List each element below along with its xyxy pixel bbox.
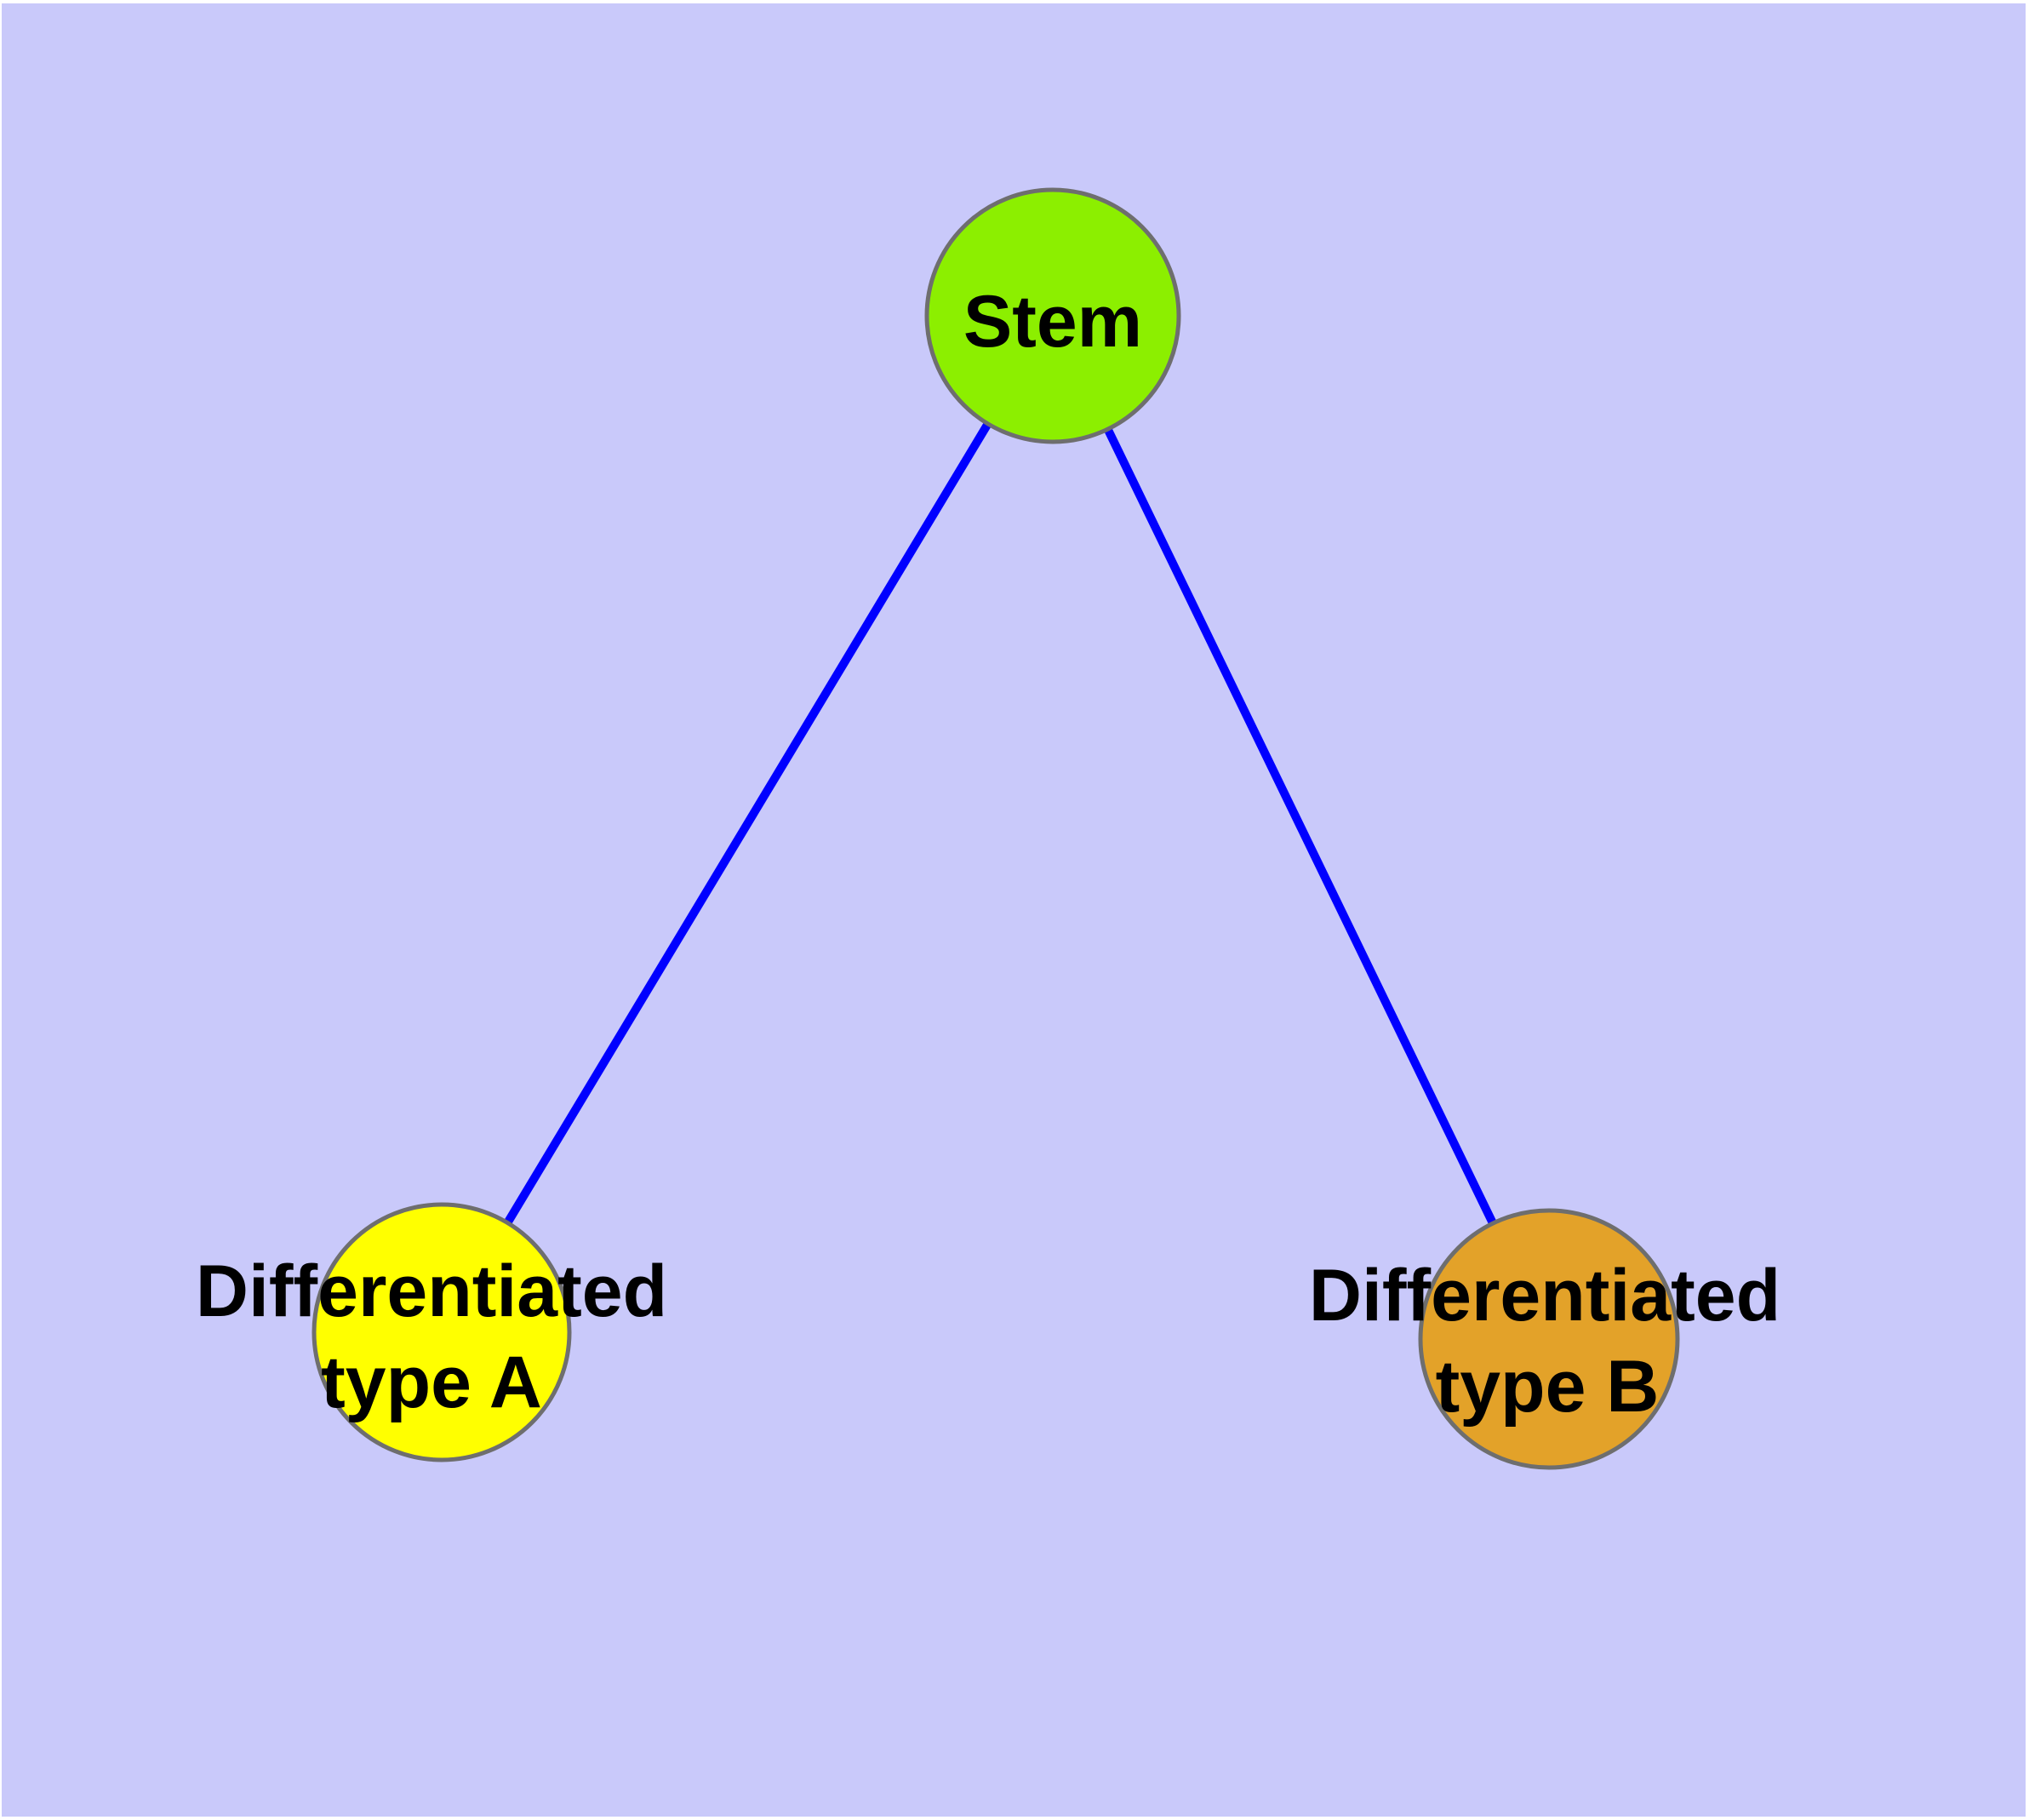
edge-stem-to-type-a xyxy=(437,313,1057,1335)
edge-stem-to-type-b xyxy=(1049,313,1553,1342)
type-a-node-circle xyxy=(311,1202,572,1462)
type-a-label-line1: Differentiated xyxy=(196,1251,667,1332)
type-a-label-line2: type A xyxy=(321,1342,542,1423)
type-b-node-circle xyxy=(1418,1208,1680,1470)
type-b-label-line1: Differentiated xyxy=(1309,1255,1780,1336)
type-b-label-line2: type B xyxy=(1436,1346,1660,1428)
stem-node-circle xyxy=(924,187,1181,444)
stem-node-label: Stem xyxy=(963,281,1142,363)
